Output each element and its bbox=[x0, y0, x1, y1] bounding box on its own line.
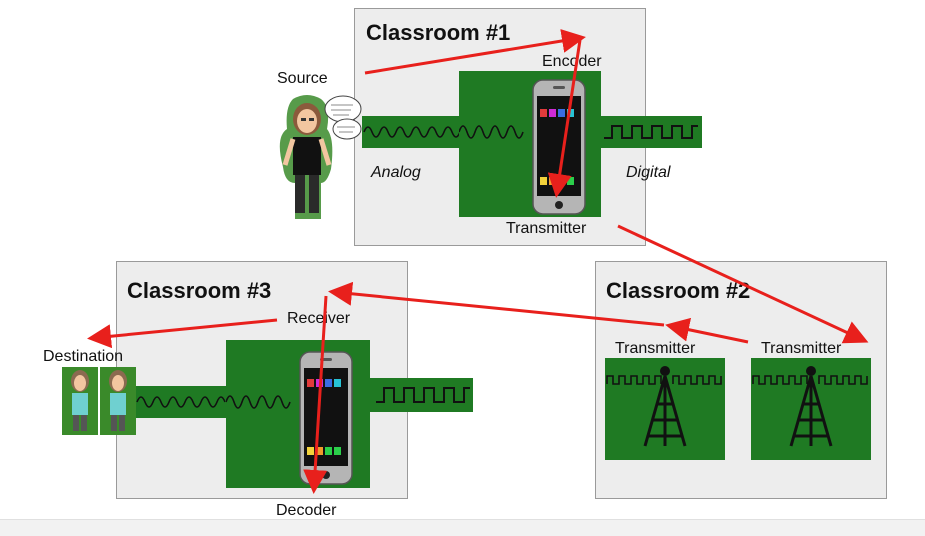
classroom-3-title: Classroom #3 bbox=[127, 278, 272, 303]
arrow-source-to-encoder bbox=[364, 29, 586, 75]
arrow-transmitter-to-classroom2 bbox=[617, 224, 869, 344]
classroom-2-title: Classroom #2 bbox=[606, 278, 751, 303]
analog-strip-3 bbox=[135, 386, 229, 418]
digital-strip-1 bbox=[598, 116, 702, 148]
arrow-transmitter-right-to-left bbox=[665, 317, 749, 344]
digital-strip-3 bbox=[370, 378, 473, 412]
arrow-receiver-to-destination bbox=[87, 318, 278, 349]
digital-wave bbox=[604, 125, 698, 139]
decoder-label: Decoder bbox=[276, 502, 337, 519]
transmitter-label-1: Transmitter bbox=[506, 220, 587, 237]
analog-wave bbox=[363, 126, 461, 138]
tower-icon bbox=[606, 366, 722, 447]
analog-strip-1 bbox=[362, 116, 462, 148]
analog-label: Analog bbox=[371, 164, 421, 181]
digital-label: Digital bbox=[626, 164, 671, 181]
encoder-label: Encoder bbox=[542, 53, 602, 70]
person-icon bbox=[279, 95, 362, 219]
receiver-label: Receiver bbox=[287, 310, 351, 327]
analog-wave bbox=[459, 125, 524, 139]
classroom-1-title: Classroom #1 bbox=[366, 20, 511, 45]
analog-wave bbox=[226, 395, 291, 409]
transmitter-label-2a: Transmitter bbox=[615, 340, 696, 357]
source-label: Source bbox=[277, 70, 328, 87]
tower-block-right bbox=[751, 358, 871, 460]
arrow-encoder-to-transmitter bbox=[547, 39, 582, 198]
tower-block-left bbox=[605, 358, 725, 460]
destination-label: Destination bbox=[43, 348, 124, 365]
destination-people-icon bbox=[62, 367, 136, 435]
arrow-transmitter-to-receiver bbox=[328, 281, 665, 327]
transmitter-label-2b: Transmitter bbox=[761, 340, 842, 357]
arrow-receiver-to-decoder bbox=[303, 295, 328, 494]
bottom-bar bbox=[0, 519, 925, 536]
digital-wave bbox=[376, 387, 470, 403]
analog-wave bbox=[136, 396, 226, 408]
tower-icon bbox=[752, 366, 868, 447]
